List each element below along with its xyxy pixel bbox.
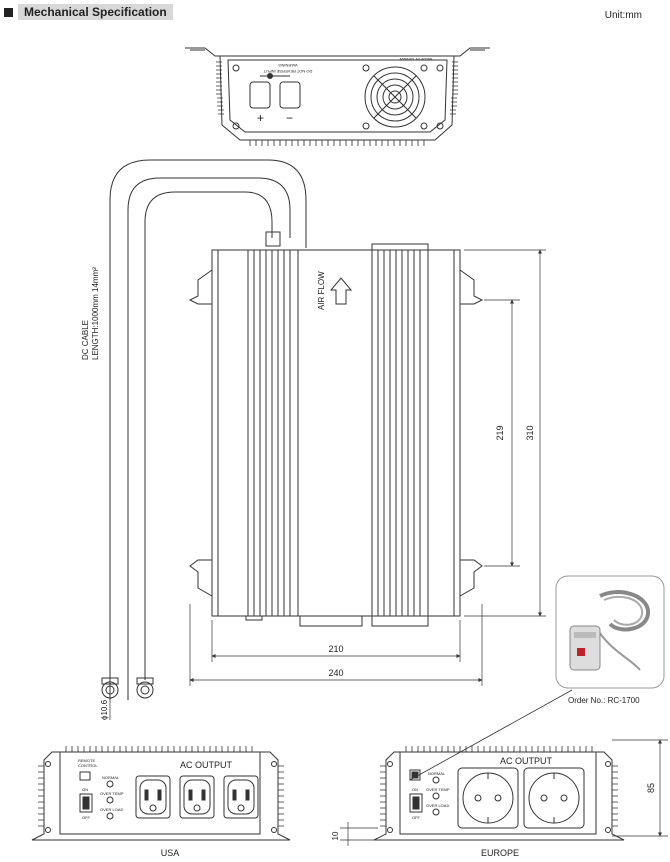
top-view (185, 47, 490, 146)
dim-219: 219 (495, 425, 505, 440)
europe-label: EUROPE (481, 848, 519, 858)
europe-over-load: OVER LOAD (426, 803, 449, 808)
usa-panel (31, 746, 291, 841)
usa-over-temp: OVER TEMP (100, 791, 124, 796)
section-title: Mechanical Specification (18, 4, 173, 20)
usa-normal: NORMAL (102, 775, 120, 780)
side-view (101, 159, 484, 700)
europe-ac-output: AC OUTPUT (500, 756, 553, 766)
usa-on: ON (82, 787, 88, 792)
dc-cable-label-1: DC CABLE (81, 320, 90, 360)
europe-over-temp: OVER TEMP (426, 787, 450, 792)
europe-on: ON (412, 787, 418, 792)
plus-label: + (257, 111, 264, 125)
remote-controller-photo (555, 575, 665, 689)
usa-remote-control-2: CONTROL (78, 763, 98, 768)
dim-310: 310 (525, 425, 535, 440)
usa-remote-control: REMOTE (78, 758, 95, 763)
usa-label: USA (161, 848, 180, 858)
section-header: Mechanical Specification (4, 4, 173, 20)
made-in-label: MADE IN TAIWAN (399, 57, 432, 62)
dim-210: 210 (328, 644, 343, 654)
warning-text-1: WARNING (278, 63, 297, 68)
europe-normal: NORMAL (428, 771, 446, 776)
remote-leader-line (409, 689, 573, 781)
usa-off: OFF (82, 815, 91, 820)
minus-label: − (286, 111, 293, 125)
warning-text-2: DO NOT REVERSE INPUT (263, 69, 312, 74)
air-flow-label: AIR FLOW (317, 271, 326, 310)
dim-240: 240 (328, 668, 343, 678)
dim-phi: ϕ10.6 (100, 699, 109, 720)
usa-over-load: OVER LOAD (100, 807, 123, 812)
dc-cable-label-2: LENGTH:1000mm 14mm² (91, 267, 100, 360)
order-number: Order No.: RC-1700 (568, 696, 640, 705)
header-square-icon (4, 7, 13, 17)
dim-85: 85 (646, 783, 656, 793)
dimension-lines (109, 249, 668, 846)
europe-off: OFF (412, 815, 421, 820)
europe-panel (373, 746, 625, 841)
usa-ac-output: AC OUTPUT (180, 760, 233, 770)
unit-label: Unit:mm (604, 10, 642, 21)
dim-10: 10 (331, 831, 340, 840)
